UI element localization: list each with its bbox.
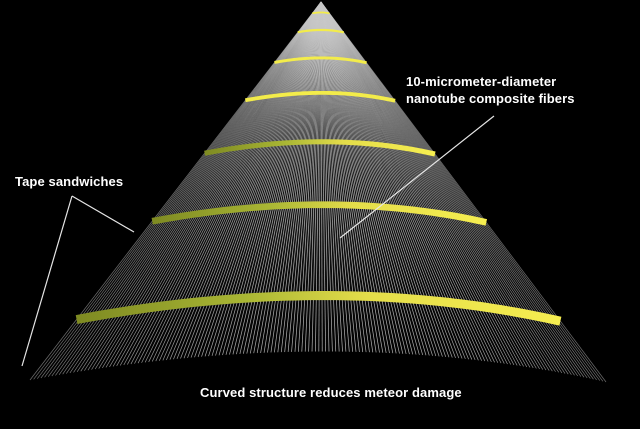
tape-band (297, 28, 345, 34)
curved-structure-label: Curved structure reduces meteor damage (200, 385, 462, 400)
tape-leader-line-lower (21, 195, 73, 367)
leader-lines (21, 115, 495, 367)
tape-leader-line-upper (71, 195, 135, 233)
tape-sandwiches-label: Tape sandwiches (15, 174, 124, 189)
fibers-label-line1: 10-micrometer-diameter (406, 74, 557, 89)
fibers-leader-line (339, 115, 495, 239)
tape-band (75, 291, 562, 326)
tape-sandwich-bands (75, 11, 562, 326)
tape-band (244, 90, 396, 103)
tape-band (274, 56, 367, 65)
tape-band (151, 201, 488, 226)
tape-band (204, 139, 436, 157)
fibers-label-line2: nanotube composite fibers (406, 91, 575, 106)
tape-band (312, 11, 330, 15)
